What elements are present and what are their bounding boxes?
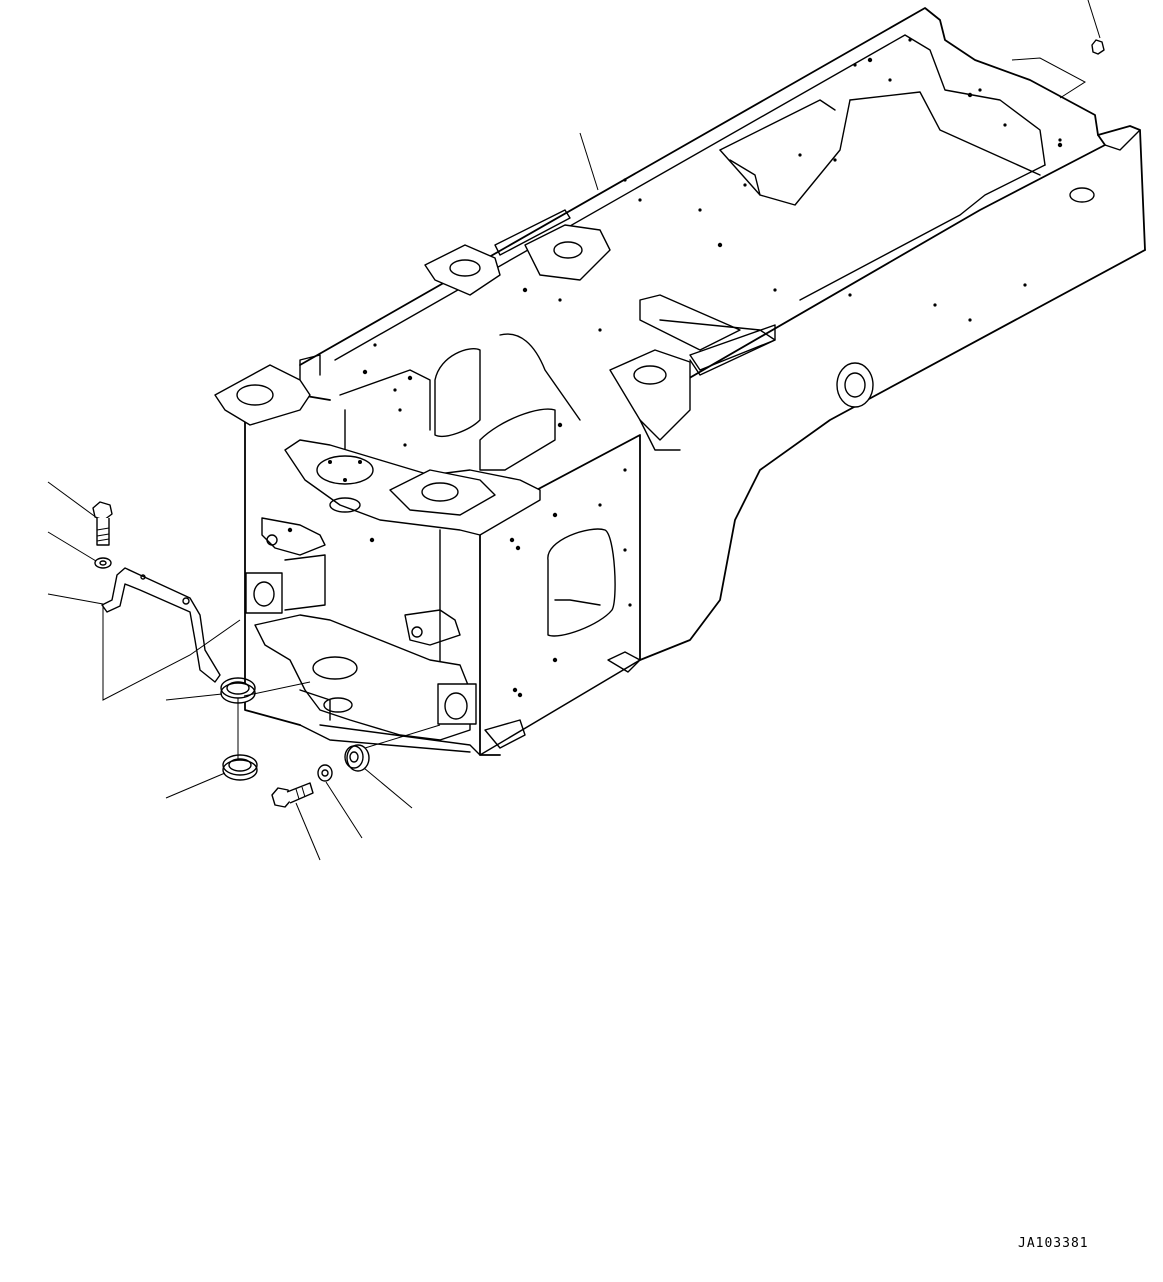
loose-parts xyxy=(92,39,1105,808)
rivet-dots xyxy=(287,38,1101,698)
bolt-lower xyxy=(271,782,314,808)
nut-top-right xyxy=(1091,39,1105,55)
leader-lines xyxy=(47,0,1101,861)
bolt-upper xyxy=(92,501,113,546)
washer-lower xyxy=(317,764,333,782)
washer-upper xyxy=(94,557,112,569)
clamp-bracket xyxy=(101,567,221,683)
drawing-code: JA103381 xyxy=(1018,1236,1089,1251)
main-frame xyxy=(214,7,1146,756)
spacer-collar xyxy=(344,744,370,772)
bushing-lower xyxy=(222,754,258,781)
